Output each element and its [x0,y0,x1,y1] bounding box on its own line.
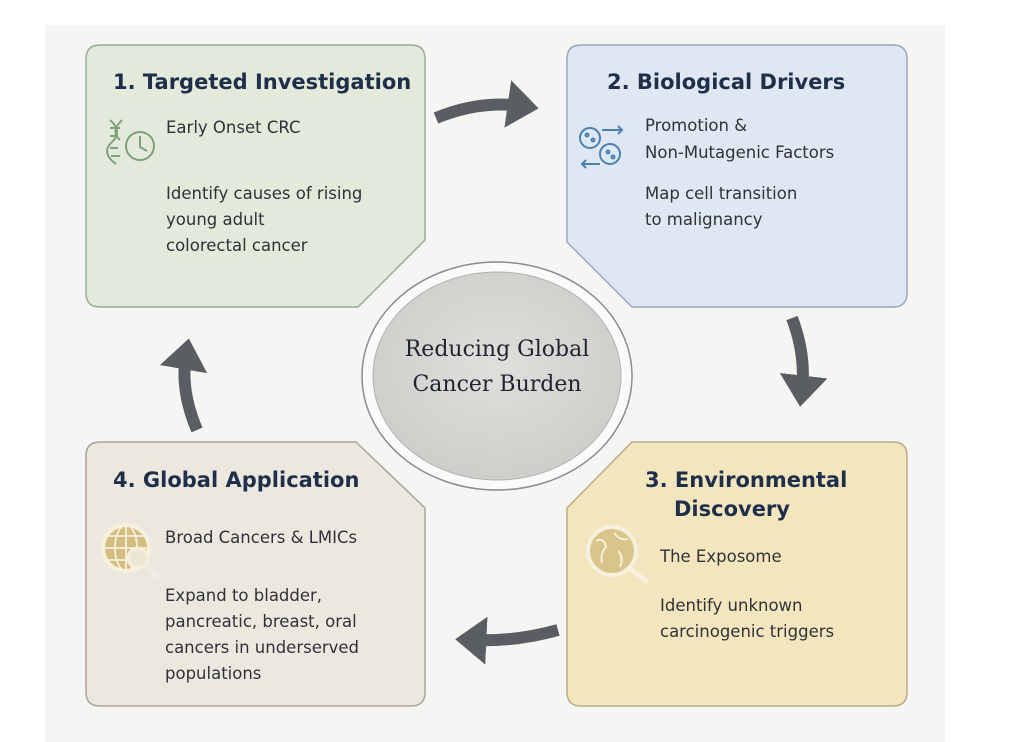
card-1-shape [85,44,426,308]
subtitle-line: Non-Mutagenic Factors [645,143,835,162]
body-line: young adult [166,210,265,229]
card-4-subtitle: Broad Cancers & LMICs [165,528,358,547]
body-line: pancreatic, breast, oral [165,612,357,631]
dna-clock-icon [106,119,155,165]
card-2-subtitle: Promotion & Non-Mutagenic Factors [645,112,834,166]
arrow-1-to-2 [433,80,539,128]
center-title: Reducing Global Cancer Burden [362,332,632,402]
card-1-title: 1. Targeted Investigation [113,70,412,94]
body-line: populations [165,664,262,683]
body-line: Expand to bladder, [165,586,323,605]
card-3-title: 3. Environmental Discovery [645,466,847,524]
card-3-subtitle: The Exposome [660,547,782,566]
center-title-line: Reducing Global [404,337,590,362]
subtitle-line: Promotion & [645,116,748,135]
title-line: Discovery [674,497,790,521]
body-line: cancers in underserved [165,638,360,657]
body-line: colorectal cancer [166,236,308,255]
arrow-3-to-4 [455,616,560,665]
card-1-subtitle: Early Onset CRC [166,118,301,137]
body-line: to malignancy [645,210,763,229]
arrow-4-to-1 [159,338,208,433]
card-4-title: 4. Global Application [113,468,360,492]
body-line: Map cell transition [645,184,798,203]
card-2-shape [566,44,908,308]
card-3-body: Identify unknown carcinogenic triggers [660,593,834,645]
card-1-body: Identify causes of rising young adult co… [166,181,362,259]
body-line: Identify causes of rising [166,184,363,203]
arrow-2-to-3 [779,315,828,407]
body-line: carcinogenic triggers [660,622,835,641]
center-title-line: Cancer Burden [412,372,582,397]
card-2-body: Map cell transition to malignancy [645,181,797,233]
body-line: Identify unknown [660,596,803,615]
cell-exchange-icon [579,125,624,169]
card-4-body: Expand to bladder, pancreatic, breast, o… [165,583,359,687]
card-4-shape [85,441,426,707]
card-3-shape [566,441,908,707]
globe-grid-magnifier-icon [101,523,160,579]
title-line: 3. Environmental [645,468,848,492]
globe-magnifier-icon [586,525,649,584]
card-2-title: 2. Biological Drivers [607,70,846,94]
